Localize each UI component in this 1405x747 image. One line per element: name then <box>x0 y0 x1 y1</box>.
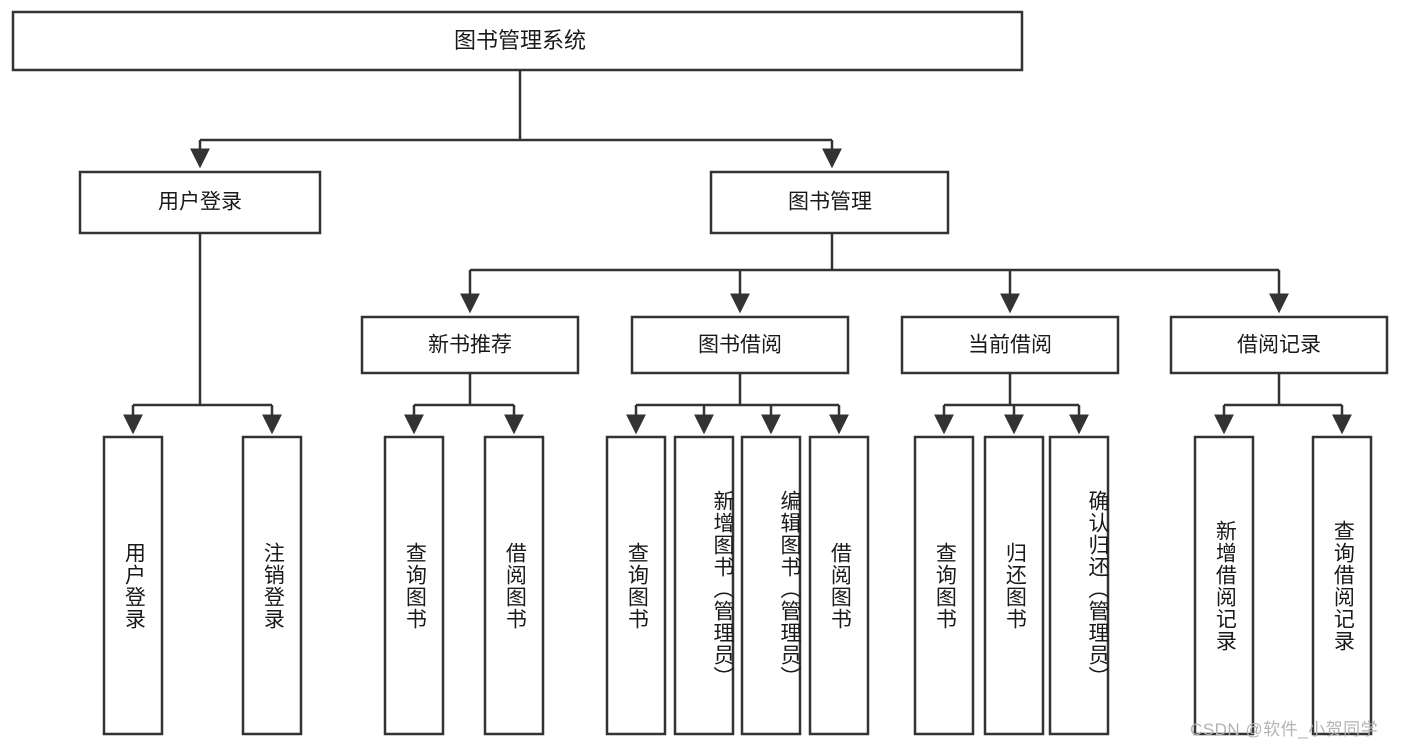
node-borrow-record-label: 借阅记录 <box>1237 334 1321 357</box>
leaf-rect-nbr-2[interactable] <box>483 435 545 736</box>
node-user-login[interactable]: 用户登录 <box>78 170 322 235</box>
node-root-label: 图书管理系统 <box>454 28 586 53</box>
connector-group-new-book-recommend <box>404 373 524 435</box>
leaf-rect-user-login-2[interactable] <box>241 435 303 736</box>
node-book-borrow-rect[interactable] <box>630 315 850 375</box>
leaf-rect-br-2[interactable] <box>1311 435 1373 736</box>
node-new-book-recommend-label: 新书推荐 <box>428 334 512 357</box>
connector-group-borrow-record <box>1214 373 1352 435</box>
node-borrow-record-rect[interactable] <box>1169 315 1389 375</box>
connector-group-book-borrow <box>626 373 849 435</box>
node-user-login-label: 用户登录 <box>158 191 242 214</box>
leaf-rect-cb-2[interactable] <box>983 435 1045 736</box>
node-book-manage-label: 图书管理 <box>788 191 872 214</box>
node-root-rect[interactable] <box>11 10 1024 72</box>
node-current-borrow-label: 当前借阅 <box>968 334 1052 357</box>
leaf-rect-bb-1[interactable] <box>605 435 667 736</box>
leaf-rect-bb-4[interactable] <box>808 435 870 736</box>
node-user-login-rect[interactable] <box>78 170 322 235</box>
connector-group-book-manage <box>460 233 1289 314</box>
leaf-rect-user-login-1[interactable] <box>102 435 164 736</box>
connector-group-root <box>190 70 842 169</box>
node-book-borrow-label: 图书借阅 <box>698 334 782 357</box>
node-book-borrow[interactable]: 图书借阅 <box>630 315 850 375</box>
leaf-rect-br-1[interactable] <box>1193 435 1255 736</box>
leaf-rect-cb-1[interactable] <box>913 435 975 736</box>
leaf-rect-cb-3[interactable] <box>1048 435 1110 736</box>
leaf-rect-nbr-1[interactable] <box>383 435 445 736</box>
node-root[interactable]: 图书管理系统 <box>11 10 1024 72</box>
node-new-book-recommend-rect[interactable] <box>360 315 580 375</box>
node-book-manage[interactable]: 图书管理 <box>709 170 950 235</box>
node-book-manage-rect[interactable] <box>709 170 950 235</box>
leaf-boxes <box>102 435 1373 736</box>
node-current-borrow[interactable]: 当前借阅 <box>900 315 1120 375</box>
connector-group-user-login <box>123 233 282 435</box>
leaf-rect-bb-3[interactable] <box>740 435 802 736</box>
node-current-borrow-rect[interactable] <box>900 315 1120 375</box>
node-new-book-recommend[interactable]: 新书推荐 <box>360 315 580 375</box>
watermark: CSDN @软件_小贺同学 <box>1190 720 1379 739</box>
leaf-rect-bb-2[interactable] <box>673 435 735 736</box>
node-borrow-record[interactable]: 借阅记录 <box>1169 315 1389 375</box>
connector-group-current-borrow <box>934 373 1089 435</box>
